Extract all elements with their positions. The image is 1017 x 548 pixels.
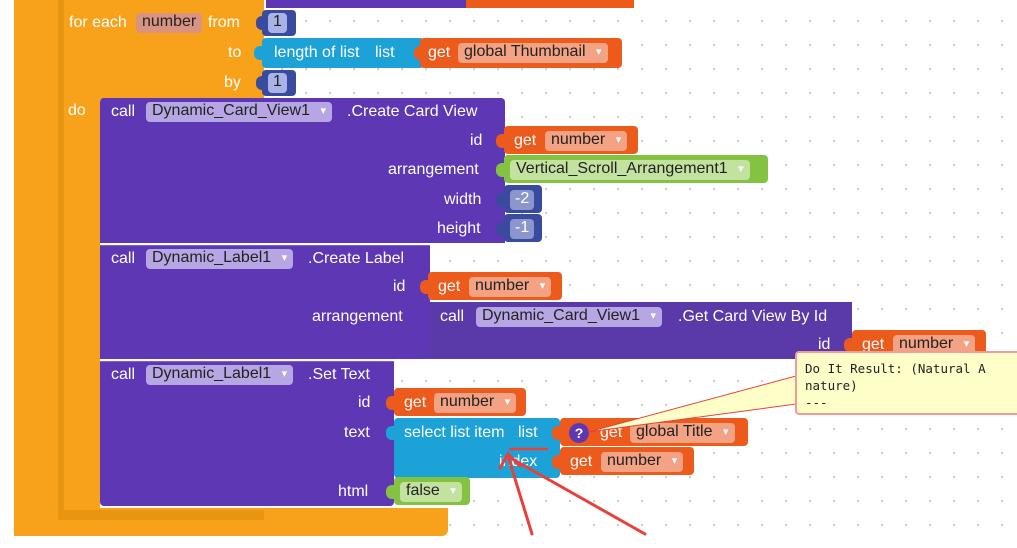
label-id-get-label: get bbox=[438, 278, 461, 295]
html-socket bbox=[386, 485, 394, 499]
inner-call-label: call bbox=[440, 308, 465, 325]
set-text-block[interactable] bbox=[100, 361, 394, 506]
label-component-dropdown[interactable]: Dynamic_Label1 bbox=[146, 249, 294, 269]
text-socket bbox=[386, 426, 394, 440]
card-height-number-field[interactable]: -1 bbox=[510, 219, 535, 239]
inner-id-socket bbox=[844, 338, 852, 352]
card-width-label: width bbox=[444, 191, 482, 208]
loop-inner-shadow bbox=[58, 0, 64, 520]
html-label: html bbox=[338, 483, 369, 500]
set-text-id-var-dropdown[interactable]: number bbox=[434, 393, 517, 413]
length-of-list-label: length of list bbox=[274, 44, 360, 61]
label-id-var-dropdown[interactable]: number bbox=[469, 277, 552, 297]
set-text-id-get-label: get bbox=[404, 394, 427, 411]
annotation-arrow-left bbox=[506, 454, 534, 536]
card-width-number-field[interactable]: -2 bbox=[510, 190, 535, 210]
inner-component-dropdown[interactable]: Dynamic_Card_View1 bbox=[476, 307, 662, 327]
for-each-label: for each bbox=[69, 14, 127, 31]
label-id-socket bbox=[420, 280, 428, 294]
get-card-view-by-id-method: .Get Card View By Id bbox=[678, 308, 828, 325]
tooltip-line-1: Do It Result: (Natural A bbox=[805, 361, 986, 376]
card-id-var-dropdown[interactable]: number bbox=[545, 131, 628, 151]
card-id-label: id bbox=[470, 132, 483, 149]
global-thumbnail-dropdown[interactable]: global Thumbnail bbox=[458, 43, 608, 63]
create-label-method: .Create Label bbox=[308, 250, 405, 267]
set-text-id-label: id bbox=[358, 394, 371, 411]
index-get-label: get bbox=[570, 453, 593, 470]
help-question-icon[interactable]: ? bbox=[569, 423, 589, 443]
create-card-view-method: .Create Card View bbox=[347, 103, 478, 120]
select-list-label: list bbox=[518, 424, 538, 441]
to-socket bbox=[254, 46, 262, 60]
length-of-list-block[interactable] bbox=[262, 38, 424, 68]
label-call-label: call bbox=[111, 250, 136, 267]
create-card-view-block[interactable] bbox=[100, 98, 505, 243]
by-number-field[interactable]: 1 bbox=[268, 73, 287, 93]
index-socket bbox=[552, 455, 560, 469]
label-arrangement-label: arrangement bbox=[312, 308, 403, 325]
do-it-result-tooltip: Do It Result: (Natural A nature) --- bbox=[795, 351, 1017, 415]
label-id-label: id bbox=[393, 278, 406, 295]
set-text-id-socket bbox=[386, 396, 394, 410]
from-label: from bbox=[208, 14, 240, 31]
inner-id-label: id bbox=[818, 336, 831, 353]
card-arrangement-label: arrangement bbox=[388, 161, 479, 178]
arrangement-component-dropdown[interactable]: Vertical_Scroll_Arrangement1 bbox=[510, 160, 750, 180]
set-text-component-dropdown[interactable]: Dynamic_Label1 bbox=[146, 365, 294, 385]
annotation-arrow-right bbox=[512, 458, 647, 536]
call-label: call bbox=[111, 103, 136, 120]
inner-id-var-dropdown[interactable]: number bbox=[893, 335, 976, 355]
do-label: do bbox=[68, 102, 86, 119]
card-id-socket bbox=[496, 134, 504, 148]
tooltip-line-3: --- bbox=[805, 395, 828, 410]
global-title-dropdown[interactable]: global Title bbox=[630, 423, 735, 443]
set-text-text-label: text bbox=[344, 424, 370, 441]
html-boolean-dropdown[interactable]: false bbox=[400, 482, 462, 502]
from-number-field[interactable]: 1 bbox=[268, 13, 287, 33]
card-id-get-label: get bbox=[514, 132, 537, 149]
card-height-socket bbox=[496, 222, 504, 236]
index-var-dropdown[interactable]: number bbox=[601, 452, 684, 472]
loop-variable-field[interactable]: number bbox=[136, 13, 203, 33]
list-socket bbox=[414, 46, 422, 60]
set-text-method: .Set Text bbox=[308, 366, 370, 383]
tooltip-line-2: nature) bbox=[805, 378, 858, 393]
card-height-label: height bbox=[437, 220, 481, 237]
length-list-label: list bbox=[375, 44, 395, 61]
card-arrangement-socket bbox=[496, 163, 504, 177]
select-list-socket bbox=[552, 426, 560, 440]
top-partial-block[interactable] bbox=[266, 0, 466, 8]
loop-bottom-inner bbox=[58, 510, 264, 520]
inner-id-get-label: get bbox=[862, 336, 885, 353]
get-label: get bbox=[428, 44, 451, 61]
card-width-socket bbox=[496, 193, 504, 207]
by-label: by bbox=[224, 74, 241, 91]
top-partial-get-block[interactable] bbox=[466, 0, 634, 8]
loop-left-rail bbox=[14, 0, 100, 536]
select-list-item-label: select list item bbox=[404, 424, 505, 441]
set-text-call-label: call bbox=[111, 366, 136, 383]
from-socket bbox=[256, 16, 264, 30]
card-component-dropdown[interactable]: Dynamic_Card_View1 bbox=[146, 102, 332, 122]
by-socket bbox=[256, 76, 264, 90]
to-label: to bbox=[228, 44, 242, 61]
